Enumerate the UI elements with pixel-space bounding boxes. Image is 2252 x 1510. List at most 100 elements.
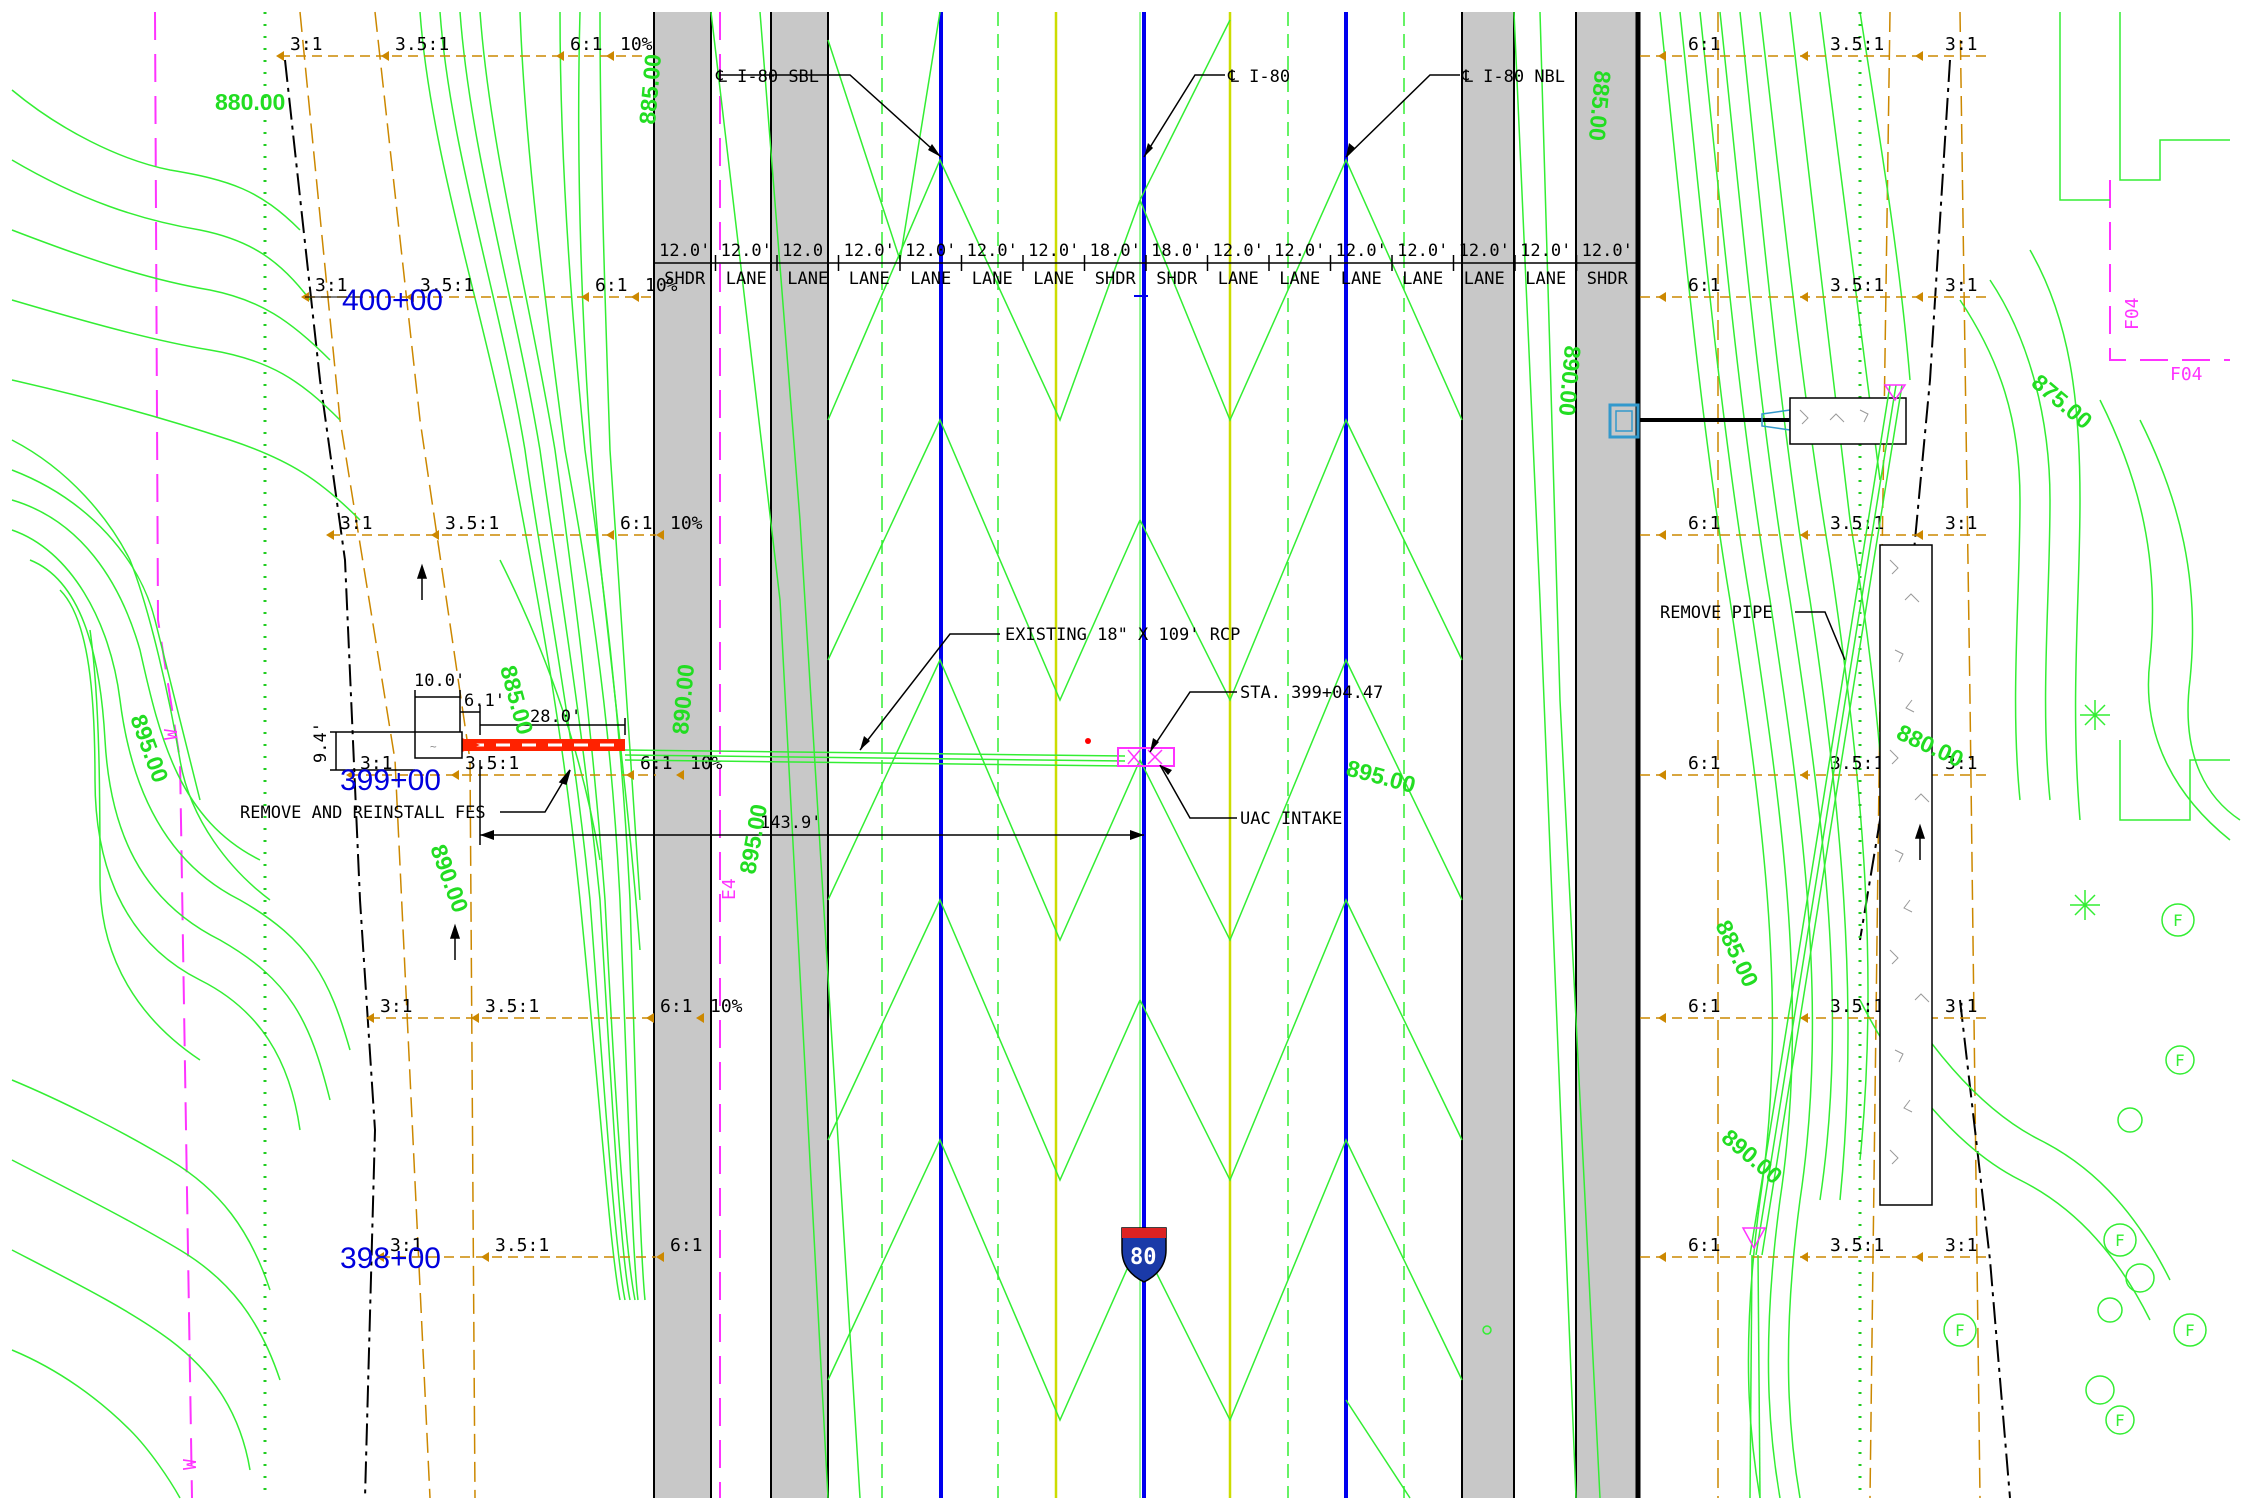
riprap-pad-long	[1879, 544, 1933, 1206]
lane-type-label: LANE	[910, 269, 951, 289]
slope-marker	[431, 530, 439, 540]
dim-10ft: 10.0'	[414, 671, 465, 691]
pavement-strips	[654, 12, 1638, 1498]
svg-text:F: F	[2175, 1051, 2185, 1070]
slope-label: 6:1	[640, 753, 673, 774]
slope-marker	[366, 1013, 374, 1023]
lane-type-label: SHDR	[1587, 269, 1629, 289]
slope-marker	[646, 1013, 654, 1023]
slope-label: 6:1	[1688, 513, 1721, 534]
slope-label: 3.5:1	[420, 275, 474, 296]
uac-intake-label: UAC INTAKE	[1240, 809, 1342, 829]
slope-label: 3.5:1	[1830, 34, 1884, 55]
slope-marker	[626, 770, 634, 780]
right-inlet-structure	[1608, 403, 1640, 439]
slope-label: 3:1	[390, 1235, 423, 1256]
lane-width-label: 12.0'	[1274, 241, 1325, 261]
slope-marker	[1800, 292, 1808, 302]
slope-label: 3.5:1	[1830, 1235, 1884, 1256]
slope-label: 10%	[620, 34, 653, 55]
slope-rows-right	[1640, 55, 1990, 1258]
row-marker-e4: E4	[719, 878, 740, 900]
dim-28ft: 28.0'	[530, 707, 581, 727]
elev-875-right: 875.00	[2027, 369, 2098, 434]
lane-dimension-row: 12.0' SHDR 12.0' LANE 12.0' LANE 12.0' LANE 12.0…	[653, 241, 1639, 289]
lane-width-label: 12.0'	[1520, 241, 1571, 261]
station-400: 400+00	[342, 284, 443, 317]
slope-marker	[696, 1013, 704, 1023]
station-callout-label: STA. 399+04.47	[1240, 683, 1383, 703]
left-dimensions	[330, 690, 1144, 845]
lane-type-label: LANE	[1402, 269, 1443, 289]
lane-width-label: 12.0'	[967, 241, 1018, 261]
slope-marker	[656, 530, 664, 540]
slope-label: 3.5:1	[1830, 753, 1884, 774]
slope-marker	[581, 292, 589, 302]
elev-890-right-bot: 890.00	[1717, 1124, 1788, 1189]
lane-width-label: 12.0'	[905, 241, 956, 261]
slope-marker	[556, 51, 564, 61]
fes-label: REMOVE AND REINSTALL FES	[240, 803, 486, 823]
lane-width-label: 12.0'	[1397, 241, 1448, 261]
lane-type-label: LANE	[1464, 269, 1505, 289]
slope-label: 3.5:1	[1830, 275, 1884, 296]
svg-text:F: F	[1955, 1321, 1965, 1340]
existing-pipe: ~	[414, 731, 1175, 767]
slope-label: 3:1	[380, 996, 413, 1017]
slope-label: 10%	[690, 753, 723, 774]
station-labels: 400+00 399+00 398+00	[305, 284, 443, 1275]
centerline-callouts: ℄ I-80 SBL ℄ I-80 ℄ I-80 NBL	[715, 67, 1565, 158]
row-marker-f04-vertical: F04	[2122, 297, 2143, 330]
right-of-way-lines	[154, 11, 2230, 1499]
slope-label: 3.5:1	[485, 996, 539, 1017]
lane-type-label: SHDR	[1095, 269, 1137, 289]
row-marker-w-bottom: W	[180, 1459, 201, 1470]
slope-label: 6:1	[570, 34, 603, 55]
riprap-texture	[1799, 409, 1930, 1165]
lane-width-label: 18.0'	[1090, 241, 1141, 261]
slope-marker	[1915, 51, 1923, 61]
row-marker-w-top: W	[161, 729, 182, 740]
flow-arrows	[416, 563, 1926, 960]
lane-width-label: 12.0'	[1028, 241, 1079, 261]
slope-marker	[1658, 1252, 1666, 1262]
lane-type-label: SHDR	[1156, 269, 1198, 289]
slope-label: 3.5:1	[1830, 996, 1884, 1017]
callout-arrow-pipe	[860, 736, 870, 750]
elev-890-right: 890.00	[1554, 345, 1586, 417]
lane-type-label: SHDR	[664, 269, 706, 289]
slope-marker	[406, 292, 414, 302]
tree-letters: F F F F F F	[1955, 911, 2195, 1430]
lane-type-label: LANE	[1341, 269, 1382, 289]
lane-width-label: 12.0'	[844, 241, 895, 261]
slope-label: 3.5:1	[445, 513, 499, 534]
slope-label: 3.5:1	[465, 753, 519, 774]
slope-rows-left	[280, 55, 656, 1258]
lane-width-label: 12.0'	[1582, 241, 1633, 261]
elev-885-left-top: 885.00	[634, 53, 666, 125]
lane-type-label: LANE	[787, 269, 828, 289]
elev-880-left: 880.00	[215, 89, 285, 115]
dim-9-4ft: 9.4'	[311, 722, 331, 763]
slope-label: 3:1	[1945, 34, 1978, 55]
slope-label: 3:1	[340, 513, 373, 534]
slope-label: 3.5:1	[1830, 513, 1884, 534]
slope-marker	[276, 51, 284, 61]
slope-label: 3.5:1	[395, 34, 449, 55]
lane-type-label: LANE	[1525, 269, 1566, 289]
lane-type-label: LANE	[1279, 269, 1320, 289]
shield-number: 80	[1130, 1245, 1157, 1270]
lane-dimension-labels: 12.0' SHDR 12.0' LANE 12.0' LANE 12.0' LANE 12.0…	[659, 241, 1633, 289]
remove-pipe-label: REMOVE PIPE	[1660, 603, 1773, 623]
nb-outside-shoulder	[1576, 12, 1638, 1498]
fes-block	[414, 731, 463, 759]
lane-width-label: 12.0'	[1336, 241, 1387, 261]
dimension-labels: 10.0' 6.1' 28.0' 9.4' 143.9'	[311, 671, 821, 833]
tree-symbols	[1943, 903, 2207, 1435]
callout-arrow-intake	[1160, 765, 1172, 775]
slope-marker	[381, 51, 389, 61]
slope-label: 3:1	[1945, 1235, 1978, 1256]
sbl-centerline-label: ℄ I-80 SBL	[715, 67, 819, 87]
